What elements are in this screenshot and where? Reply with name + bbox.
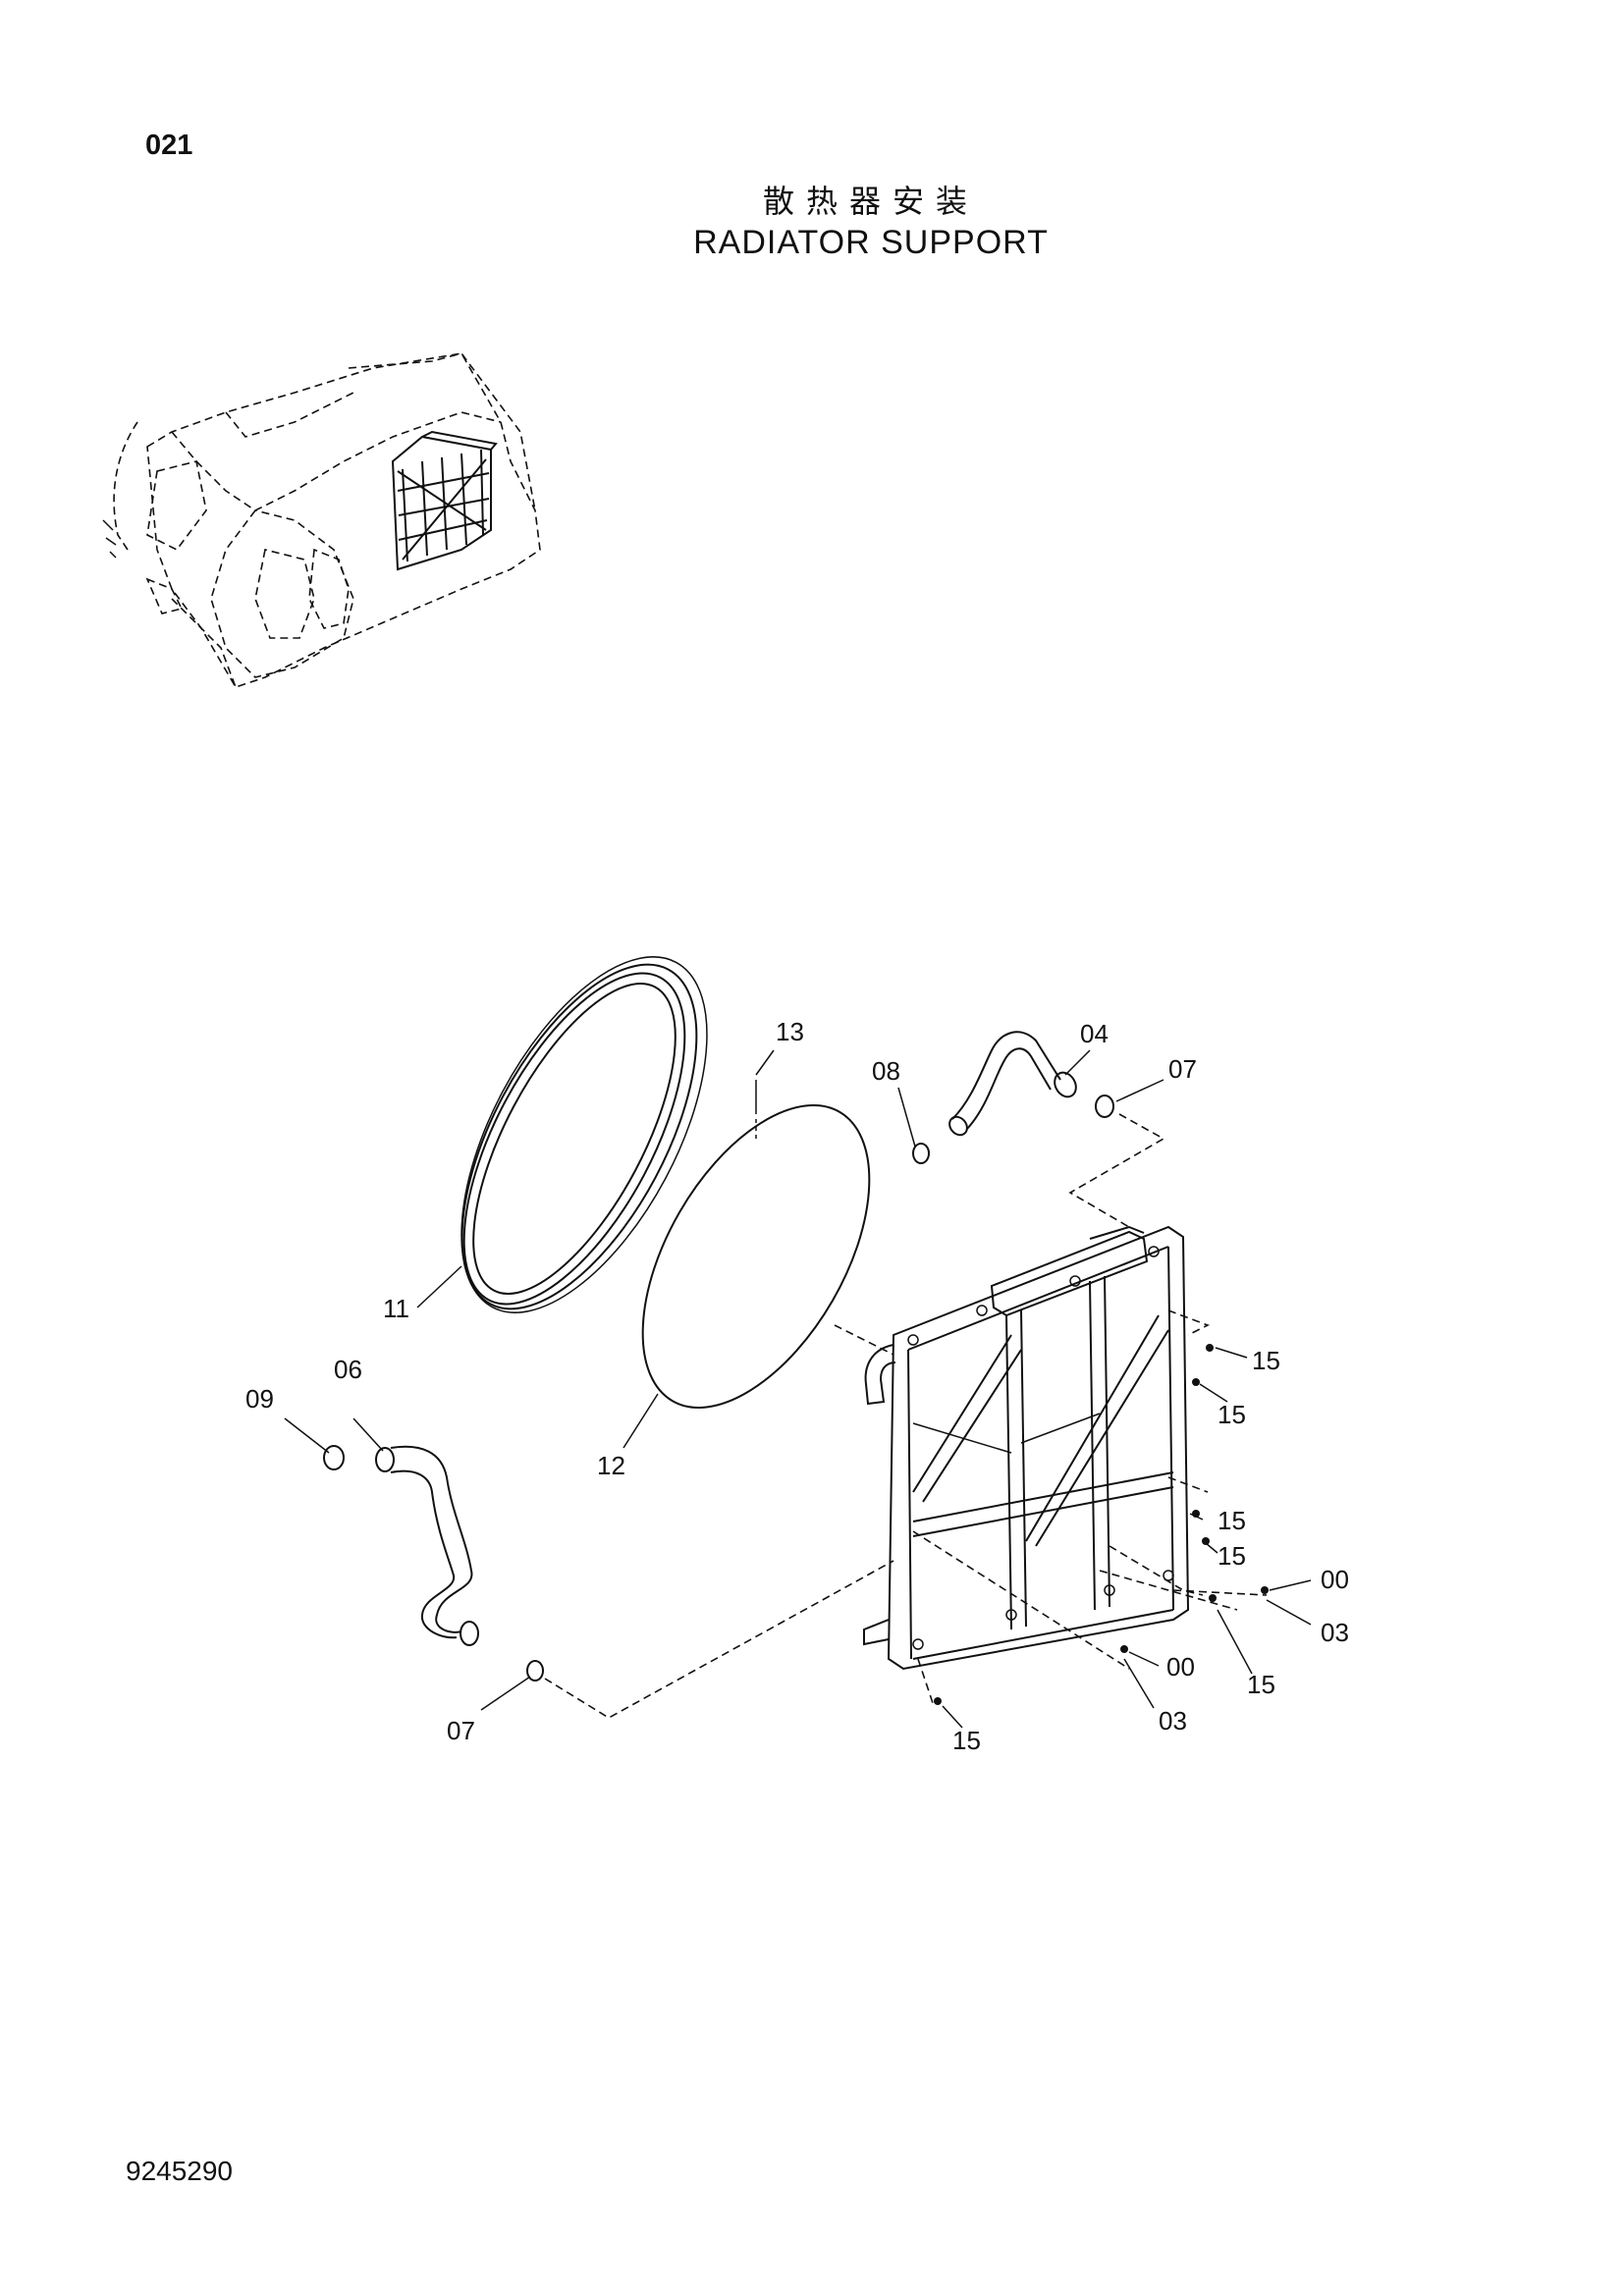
callout-12: 12 bbox=[597, 1451, 625, 1480]
callout-15-a: 15 bbox=[1252, 1346, 1280, 1375]
callout-07-lower: 07 bbox=[447, 1716, 475, 1745]
callout-08: 08 bbox=[872, 1056, 900, 1086]
bolts bbox=[934, 1344, 1269, 1705]
callout-labels: 13 04 07 08 11 12 15 15 15 15 00 03 15 0… bbox=[245, 1017, 1349, 1755]
callout-03-lower: 03 bbox=[1159, 1706, 1187, 1735]
page-number: 021 bbox=[145, 130, 193, 161]
radiator-frame bbox=[863, 1225, 1190, 1671]
upper-hose bbox=[912, 1031, 1114, 1164]
callout-15-f: 15 bbox=[952, 1726, 981, 1755]
fan-shroud-ring bbox=[460, 956, 708, 1313]
callout-11: 11 bbox=[383, 1294, 409, 1323]
title-english: RADIATOR SUPPORT bbox=[693, 224, 1049, 261]
callout-15-c: 15 bbox=[1218, 1506, 1246, 1535]
callout-04: 04 bbox=[1080, 1019, 1109, 1048]
callout-15-b: 15 bbox=[1218, 1400, 1246, 1429]
callout-15-d: 15 bbox=[1218, 1541, 1246, 1571]
callout-06: 06 bbox=[334, 1355, 362, 1384]
callout-03-right: 03 bbox=[1321, 1618, 1349, 1647]
connection-lines bbox=[544, 1113, 1268, 1719]
callout-09: 09 bbox=[245, 1384, 274, 1414]
callout-07-upper: 07 bbox=[1168, 1054, 1197, 1084]
lower-hose bbox=[323, 1445, 544, 1682]
callout-00-right: 00 bbox=[1321, 1565, 1349, 1594]
callout-15-e: 15 bbox=[1247, 1670, 1275, 1699]
document-number: 9245290 bbox=[126, 2156, 234, 2186]
seal-ring bbox=[641, 1104, 871, 1409]
title-chinese: 散热器安装 bbox=[762, 183, 979, 220]
callout-00-lower: 00 bbox=[1166, 1652, 1195, 1682]
machine-locator-view bbox=[102, 352, 541, 688]
callout-13: 13 bbox=[776, 1017, 804, 1046]
callout-leaders bbox=[284, 1049, 1312, 1729]
